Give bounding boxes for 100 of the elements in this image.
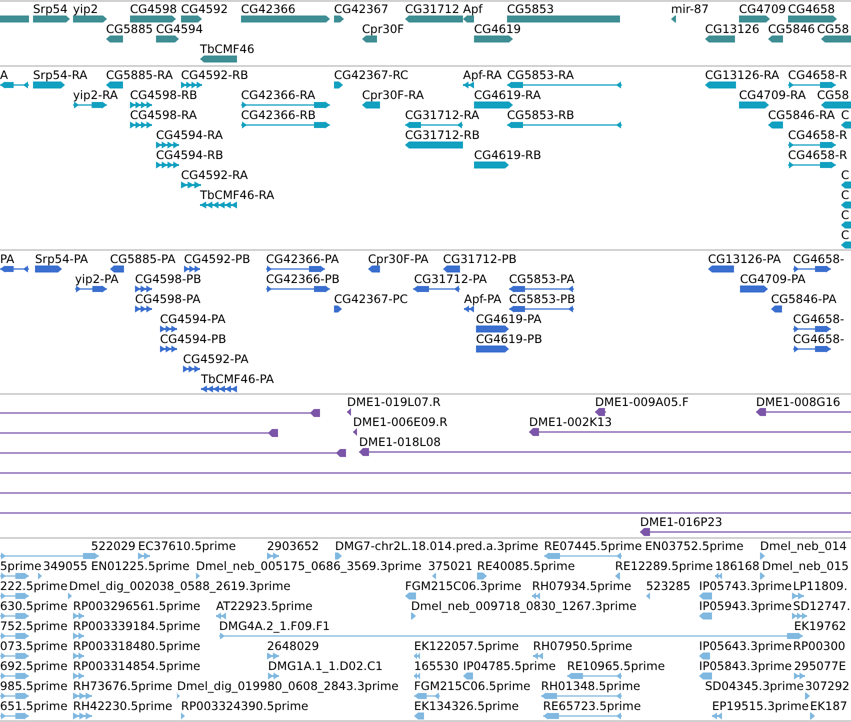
- feature-label: RH07950.5prime: [533, 639, 632, 653]
- feature-label: EK187: [810, 699, 848, 713]
- feature-label: DMG1A.1_1.D02.C1: [268, 659, 383, 673]
- feature-label: DME1-018L08: [359, 435, 441, 449]
- feature-label: CG4592-RA: [181, 168, 248, 182]
- feature-label: CG13126-PA: [708, 252, 781, 266]
- feature-label: CG5885-PA: [110, 252, 176, 266]
- feature-label: RH07934.5prime: [532, 579, 632, 593]
- feature-label: DMG4A.2_1.F09.F1: [219, 619, 330, 633]
- feature-label: yip2-PA: [75, 272, 119, 286]
- feature-label: CG4592-PA: [183, 352, 248, 366]
- feature-label: DMG7-chr2L.18.014.pred.a.3prime: [335, 539, 538, 553]
- feature-label: Srp54: [33, 2, 68, 16]
- feature-label: CG31712-RA: [405, 108, 480, 122]
- feature-label: CG13126-RA: [705, 68, 780, 82]
- feature-label: CG5846: [768, 22, 815, 36]
- feature-label: CG42366-RB: [241, 108, 316, 122]
- feature-label: CG5846-PA: [771, 292, 836, 306]
- feature-label: IP04785.5prime: [463, 659, 556, 673]
- feature-label: CG13126: [705, 22, 760, 36]
- feature-label: DME1-009A05.F: [595, 395, 689, 409]
- feature-label: RP003296561.5prime: [73, 599, 200, 613]
- feature-label: 5prime: [0, 559, 42, 573]
- feature-label: 349055: [43, 559, 88, 573]
- feature-label: CG4594-RB: [156, 148, 224, 162]
- feature-label: IP05843.3prime: [699, 659, 792, 673]
- feature-label: CG4658-: [793, 332, 844, 346]
- feature-label: EP19515.3prime: [712, 699, 809, 713]
- feature-label: Apf-PA: [464, 292, 502, 306]
- feature-label: CG5853-PB: [509, 292, 576, 306]
- feature-label: CG4598-PB: [135, 272, 202, 286]
- feature-label: DME1-008G16: [756, 395, 840, 409]
- feature-label: 985.5prime: [0, 679, 68, 693]
- feature-label: Apf-RA: [463, 68, 502, 82]
- feature-label: CG4594-PA: [160, 312, 226, 326]
- feature-label: RE65723.5prime: [543, 699, 641, 713]
- feature-label: CG42367: [334, 2, 388, 16]
- feature-label: CG42366: [241, 2, 296, 16]
- feature-label: CG4658-R: [788, 68, 848, 82]
- feature-label: DME1-019L07.R: [347, 395, 441, 409]
- feature-label: RP003324390.5prime: [181, 699, 308, 713]
- feature-label: CG42366-PB: [266, 272, 340, 286]
- feature-label: EK122057.5prime: [414, 639, 519, 653]
- feature-label: RE12289.5prime: [615, 559, 713, 573]
- feature-label: C: [841, 228, 850, 242]
- feature-label: CG4709-RA: [739, 88, 806, 102]
- feature-label: CG5853-RA: [507, 68, 574, 82]
- feature-label: CG4658-R: [788, 148, 848, 162]
- feature-label: CG4592-PB: [184, 252, 250, 266]
- feature-label: TbCMF46-PA: [201, 372, 274, 386]
- feature-label: CG5885: [106, 22, 153, 36]
- feature-label: CG4709: [739, 2, 786, 16]
- feature-label: CG4619-RA: [474, 88, 541, 102]
- feature-label: LP11809.: [793, 579, 848, 593]
- feature-label: CG4598: [130, 2, 177, 16]
- feature-label: CG4598-PA: [135, 292, 200, 306]
- feature-label: CG4598-RB: [130, 88, 198, 102]
- feature-label: 651.5prime: [0, 699, 68, 713]
- feature-label: EK134326.5prime: [414, 699, 519, 713]
- feature-label: CG4592-RB: [181, 68, 248, 82]
- feature-label: Dmel_neb_009718_0830_1267.3prime: [411, 599, 637, 613]
- feature-label: Dmel_neb_005175_0686_3569.3prime: [196, 559, 422, 573]
- feature-label: FGM215C06.3prime: [405, 579, 522, 593]
- feature-label: RP003314854.5prime: [73, 659, 200, 673]
- feature-label: IP05943.3prime: [699, 599, 792, 613]
- feature-label: CG31712: [405, 2, 460, 16]
- feature-label: Dmel_neb_015: [762, 559, 849, 573]
- feature-label: DME1-002K13: [529, 415, 612, 429]
- feature-label: DME1-006E09.R: [353, 415, 448, 429]
- feature-label: EN03752.5prime: [645, 539, 744, 553]
- feature-label: 375021: [428, 559, 473, 573]
- feature-label: C: [841, 108, 850, 122]
- feature-label: mir-87: [671, 2, 709, 16]
- feature-label: CG58: [817, 88, 850, 102]
- feature-label: PA: [0, 252, 14, 266]
- feature-label: C: [841, 208, 850, 222]
- feature-label: 2648029: [267, 639, 320, 653]
- feature-label: 186168: [715, 559, 760, 573]
- feature-label: Cpr30F-RA: [362, 88, 424, 102]
- feature-label: CG4658: [788, 2, 835, 16]
- feature-label: CG4658-R: [788, 128, 848, 142]
- feature-label: IP05743.3prime: [699, 579, 792, 593]
- feature-label: RP00300: [793, 639, 846, 653]
- feature-label: Cpr30F: [362, 22, 404, 36]
- feature-label: yip2: [73, 2, 98, 16]
- feature-label: TbCMF46: [200, 42, 254, 56]
- feature-label: yip2-RA: [73, 88, 118, 102]
- feature-label: Cpr30F-PA: [368, 252, 428, 266]
- feature-label: Apf: [463, 2, 483, 16]
- feature-label: RH73676.5prime: [73, 679, 172, 693]
- feature-label: CG31712-RB: [405, 128, 480, 142]
- feature-label: RH42230.5prime: [73, 699, 172, 713]
- feature-label: 2903652: [267, 539, 320, 553]
- feature-label: CG42367-RC: [334, 68, 408, 82]
- feature-label: CG42366-PA: [266, 252, 339, 266]
- feature-label: 630.5prime: [0, 599, 68, 613]
- feature-label: A: [0, 68, 8, 82]
- feature-label: CG31712-PB: [443, 252, 517, 266]
- feature-label: CG5853-RB: [507, 108, 574, 122]
- feature-label: Dmel_neb_014: [760, 539, 847, 553]
